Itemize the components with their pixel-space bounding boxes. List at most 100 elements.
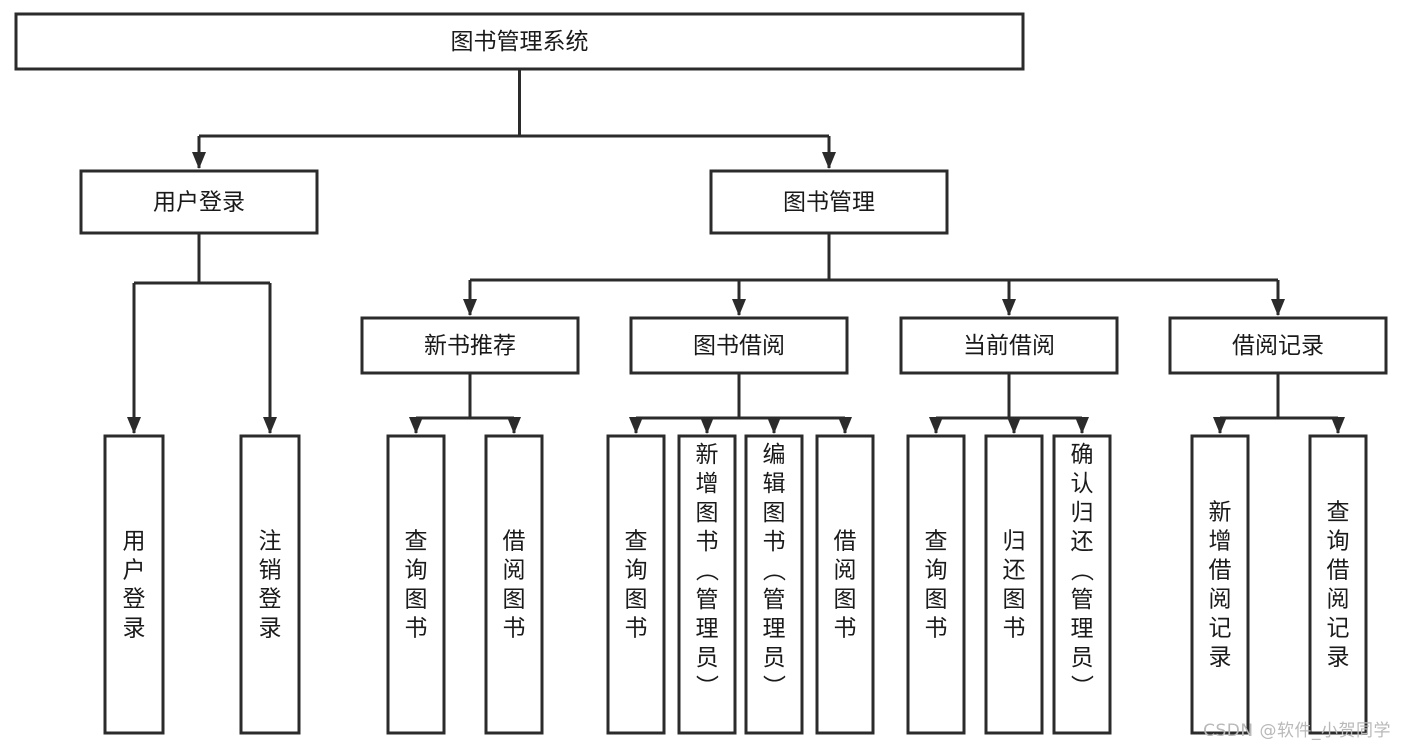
node-leaf-query-book-3[interactable]	[906, 434, 966, 735]
leaf-label-char: 查	[625, 529, 648, 555]
node-label-user-login: 用户登录	[153, 190, 245, 216]
leaf-label-char: 理	[763, 616, 786, 642]
csdn-watermark: CSDN @软件_小贺同学	[1203, 721, 1391, 741]
node-leaf-query-book-2[interactable]	[606, 434, 666, 735]
leaf-label-char: 书	[834, 616, 857, 642]
node-label-root: 图书管理系统	[451, 29, 589, 55]
leaf-label-char: 增	[1209, 529, 1232, 555]
leaf-label-char: 新	[1209, 500, 1232, 526]
leaf-label-char: 阅	[834, 558, 857, 584]
node-leaf-borrow-book-1[interactable]	[484, 434, 544, 735]
node-user-login[interactable]	[79, 169, 319, 235]
node-leaf-add-record[interactable]	[1190, 434, 1250, 735]
leaf-label-char: 书	[763, 529, 786, 555]
leaf-label-char: 销	[259, 558, 282, 584]
leaf-label-char: 图	[503, 587, 526, 613]
leaf-label-char: 管	[696, 587, 719, 613]
node-leaf-confirm-return[interactable]	[1052, 434, 1112, 735]
leaf-label-char: 辑	[763, 471, 786, 497]
node-leaf-user-login[interactable]	[103, 434, 165, 735]
node-leaf-return-book[interactable]	[984, 434, 1044, 735]
leaf-label-char: 借	[1209, 558, 1232, 584]
node-leaf-edit-book[interactable]	[744, 434, 804, 735]
leaf-label-char: 图	[696, 500, 719, 526]
leaf-label-char: 书	[925, 616, 948, 642]
arrow-head-icon	[463, 299, 477, 316]
leaf-label-char: 图	[405, 587, 428, 613]
node-leaf-user-logout[interactable]	[239, 434, 301, 735]
leaf-label-char: 图	[625, 587, 648, 613]
leaf-label-char: 认	[1071, 471, 1094, 497]
arrow-head-icon	[822, 152, 836, 169]
leaf-label-char: 书	[405, 616, 428, 642]
node-root-图书管理系统[interactable]	[14, 12, 1025, 71]
leaf-label-char: 书	[696, 529, 719, 555]
node-leaf-query-record[interactable]	[1308, 434, 1368, 735]
leaf-label-char: 归	[1071, 500, 1094, 526]
arrow-head-icon	[732, 299, 746, 316]
leaf-label-char: 记	[1209, 616, 1232, 642]
leaf-label-char: 查	[925, 529, 948, 555]
leaf-label-char: 用	[123, 529, 146, 555]
leaf-label-char: 员	[763, 645, 786, 671]
leaf-label-char: 查	[1327, 500, 1350, 526]
leaf-label-char: 阅	[1209, 587, 1232, 613]
leaf-label-char: 还	[1003, 558, 1026, 584]
leaf-label-char: 编	[763, 442, 786, 468]
leaf-label-char: 录	[259, 616, 282, 642]
arrow-head-icon	[838, 417, 852, 434]
arrow-head-icon	[700, 417, 714, 434]
leaf-label-char: 新	[696, 442, 719, 468]
node-leaf-query-book-1[interactable]	[386, 434, 446, 735]
leaf-label-char: 确	[1071, 442, 1094, 468]
leaf-label-char: 登	[259, 587, 282, 613]
arrow-head-icon	[192, 152, 206, 169]
node-leaf-add-book[interactable]	[677, 434, 737, 735]
node-label-book-management: 图书管理	[783, 190, 875, 216]
leaf-label-char: 图	[1003, 587, 1026, 613]
leaf-label-char: 书	[503, 616, 526, 642]
node-book-management[interactable]	[709, 169, 949, 235]
arrow-head-icon	[629, 417, 643, 434]
node-label-borrow-record: 借阅记录	[1232, 333, 1324, 359]
leaf-label-char: 书	[625, 616, 648, 642]
node-current-borrow[interactable]	[899, 316, 1119, 375]
leaf-label-char: 录	[1327, 645, 1350, 671]
leaf-label-char: 借	[1327, 558, 1350, 584]
arrow-head-icon	[1271, 299, 1285, 316]
arrow-head-icon	[767, 417, 781, 434]
leaf-label-char: 询	[1327, 529, 1350, 555]
arrow-head-icon	[263, 417, 277, 434]
label-layer: 图书管理系统用户登录图书管理用户登录注销登录新书推荐查询图书借阅图书图书借阅查询…	[123, 29, 1350, 698]
connector-layer	[127, 69, 1345, 434]
leaf-label-char: 阅	[503, 558, 526, 584]
node-new-book-recommend[interactable]	[360, 316, 580, 375]
leaf-label-char: 增	[696, 471, 719, 497]
node-label-leaf-user-login: 用户登录	[123, 529, 146, 642]
leaf-label-char: ）	[1068, 675, 1094, 698]
leaf-label-char: 管	[1071, 587, 1094, 613]
node-leaf-borrow-book-2[interactable]	[815, 434, 875, 735]
leaf-label-char: 借	[834, 529, 857, 555]
leaf-label-char: 录	[1209, 645, 1232, 671]
arrow-head-icon	[1075, 417, 1089, 434]
node-borrow-record[interactable]	[1168, 316, 1388, 375]
leaf-label-char: 注	[259, 529, 282, 555]
leaf-label-char: ）	[760, 675, 786, 698]
leaf-label-char: 询	[925, 558, 948, 584]
arrow-head-icon	[507, 417, 521, 434]
leaf-label-char: 还	[1071, 529, 1094, 555]
leaf-label-char: 询	[625, 558, 648, 584]
leaf-label-char: （	[760, 559, 786, 582]
node-label-new-book-recommend: 新书推荐	[424, 333, 516, 359]
node-book-borrow[interactable]	[629, 316, 849, 375]
node-label-current-borrow: 当前借阅	[963, 333, 1055, 359]
leaf-label-char: 借	[503, 529, 526, 555]
